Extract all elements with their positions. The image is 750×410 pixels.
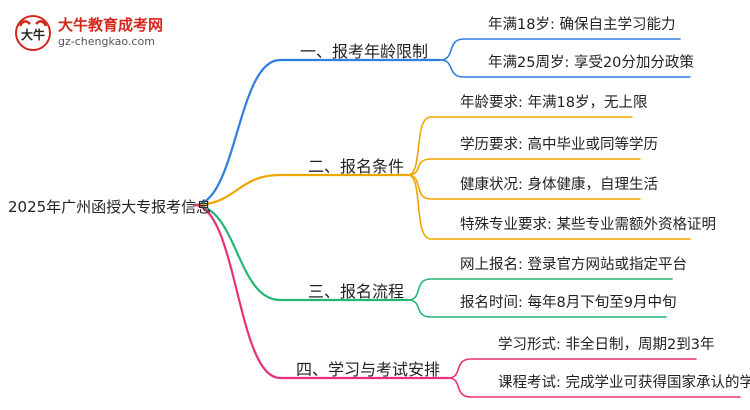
leaf-connector-4-2 [447,377,741,398]
leaf-topic-2-4: 特殊专业要求: 某些专业需额外资格证明 [460,217,716,233]
branch-connector-2 [192,173,282,207]
branch-topic-2: 二、报名条件 [308,157,405,176]
leaf-connector-2-2 [407,158,641,176]
leaf-connector-4-1 [447,358,697,379]
bull-logo-icon: 大牛 [15,15,51,51]
leaf-topic-1-1: 年满18岁: 确保自主学习能力 [488,17,676,33]
leaf-connector-1-2 [439,59,691,78]
logo-url: gz-chengkao.com [58,35,155,48]
branch-topic-1: 一、报考年龄限制 [300,42,429,61]
leaf-connector-1-1 [439,38,681,61]
branch-connector-1 [192,58,282,207]
logo-mark-text: 大牛 [21,27,45,42]
branch-connector-4 [192,203,282,380]
leaf-topic-4-1: 学习形式: 非全日制，周期2到3年 [498,337,715,353]
leaf-connector-3-1 [407,278,673,301]
leaf-topic-2-3: 健康状况: 身体健康，自理生活 [460,177,658,193]
leaf-connector-3-2 [407,299,667,318]
branch-topic-3: 三、报名流程 [308,282,405,301]
root-topic: 2025年广州函授大专报考信息 [8,198,212,216]
leaf-topic-2-1: 年龄要求: 年满18岁，无上限 [460,95,648,111]
branch-connector-3 [192,203,282,302]
leaf-connector-2-1 [407,116,633,176]
leaf-connector-2-4 [407,174,691,240]
leaf-topic-2-2: 学历要求: 高中毕业或同等学历 [460,137,658,153]
leaf-topic-4-2: 课程考试: 完成学业可获得国家承认的学历 [498,375,750,391]
leaf-topic-3-2: 报名时间: 每年8月下旬至9月中旬 [460,295,677,311]
logo-name: 大牛教育成考网 [58,16,164,34]
site-logo[interactable]: 大牛 大牛教育成考网 gz-chengkao.com [6,8,176,56]
leaf-topic-1-2: 年满25周岁: 享受20分加分政策 [488,55,694,71]
leaf-topic-3-1: 网上报名: 登录官方网站或指定平台 [460,257,687,273]
branch-topic-4: 四、学习与考试安排 [296,360,441,379]
